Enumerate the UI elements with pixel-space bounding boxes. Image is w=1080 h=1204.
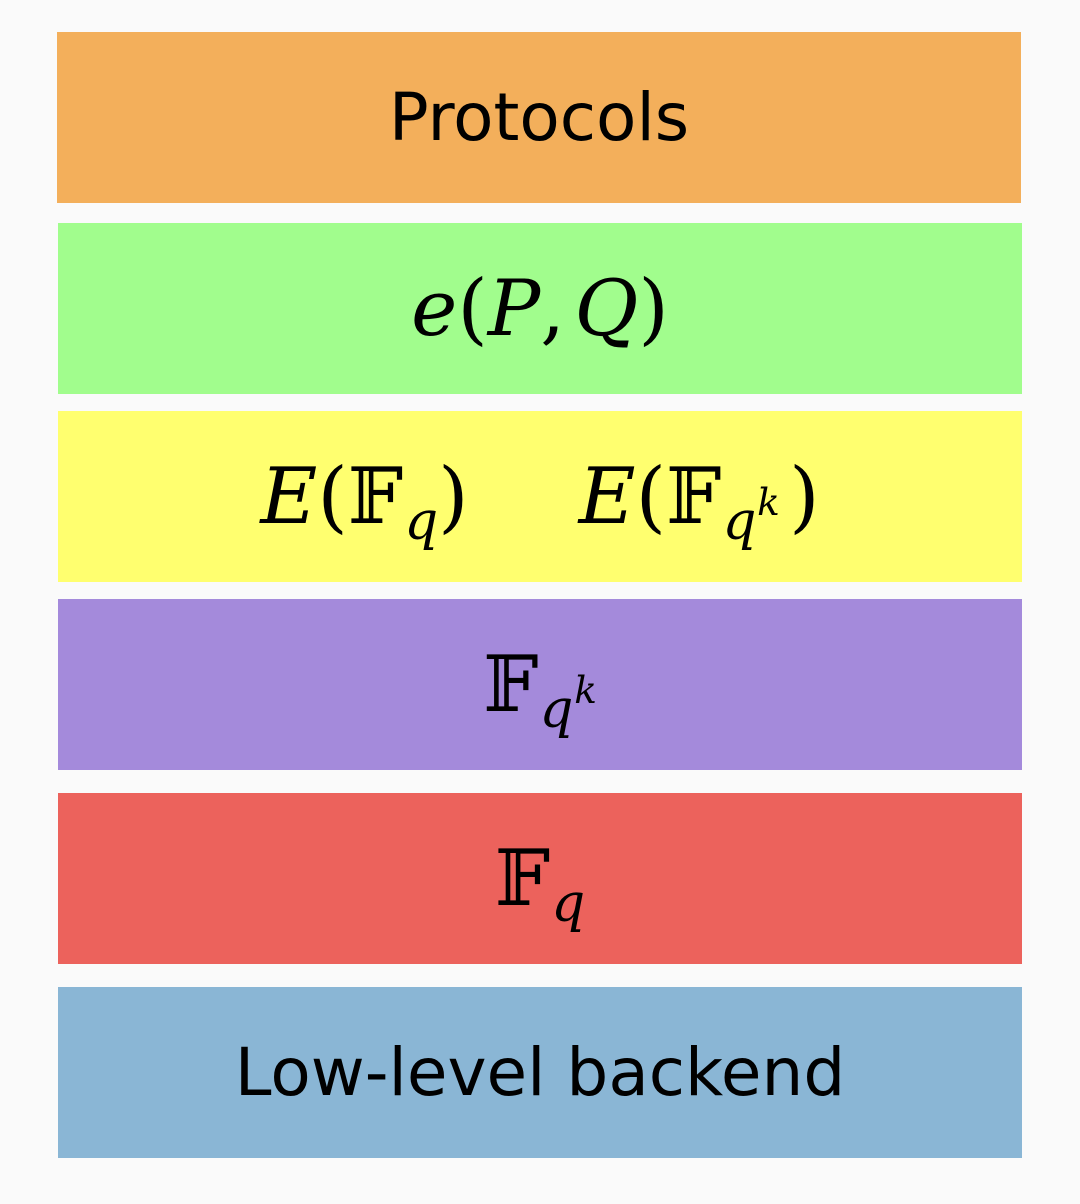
curve-right-sub: q xyxy=(722,490,757,553)
curve-left-sub: q xyxy=(404,490,439,553)
curve-left-field: 𝔽 xyxy=(347,451,404,542)
pairing-fn: e xyxy=(411,263,458,354)
layer-pairing: e(P,Q) xyxy=(58,223,1022,394)
pairing-comma: , xyxy=(540,263,566,354)
layer-backend: Low-level backend xyxy=(58,987,1022,1158)
layer-extension-field: 𝔽qk xyxy=(58,599,1022,770)
curve-e-right: E xyxy=(578,451,636,542)
pairing-arg-p: P xyxy=(487,263,541,354)
base-field-sub: q xyxy=(551,872,586,935)
layer-protocols: Protocols xyxy=(57,32,1021,203)
curve-right-open: ( xyxy=(635,451,666,542)
curve-right-sup: k xyxy=(757,480,780,525)
curve-e-left: E xyxy=(260,451,318,542)
pairing-close-paren: ) xyxy=(638,263,669,354)
curve-base-field: E(𝔽q) xyxy=(260,458,468,548)
pairing-open-paren: ( xyxy=(457,263,488,354)
layer-curves: E(𝔽q) E(𝔽qk) xyxy=(58,411,1022,582)
curve-left-close: ) xyxy=(438,451,469,542)
pairing-arg-q: Q xyxy=(574,263,639,354)
base-field-symbol: 𝔽 xyxy=(494,833,551,924)
extension-field-sub: q xyxy=(539,678,574,741)
base-field-expression: 𝔽q xyxy=(495,840,585,930)
pairing-expression: e(P,Q) xyxy=(411,270,669,348)
protocols-label: Protocols xyxy=(388,78,690,156)
extension-field-sup: k xyxy=(574,668,597,713)
extension-field-expression: 𝔽qk xyxy=(483,646,597,736)
curve-left-open: ( xyxy=(317,451,348,542)
layer-base-field: 𝔽q xyxy=(58,793,1022,964)
backend-label: Low-level backend xyxy=(234,1033,846,1111)
curve-extension-field: E(𝔽qk) xyxy=(579,458,820,548)
curve-right-field: 𝔽 xyxy=(666,451,722,542)
extension-field-symbol: 𝔽 xyxy=(483,639,539,730)
curve-right-close: ) xyxy=(789,451,820,542)
